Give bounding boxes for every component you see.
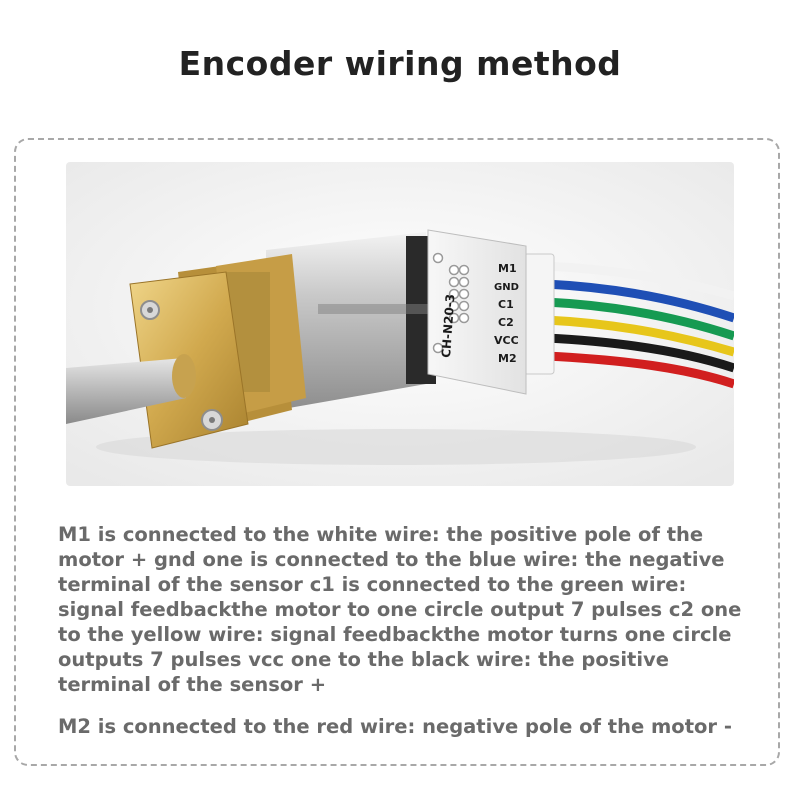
pin-label-c1: C1 [498, 298, 514, 311]
pin-label-vcc: VCC [494, 334, 519, 347]
output-shaft [66, 354, 196, 424]
wiring-description-m2: M2 is connected to the red wire: negativ… [58, 715, 732, 738]
pin-label-m2: M2 [498, 352, 517, 365]
content-frame [14, 138, 780, 766]
pcb-model-label: CH-N20-3 [439, 293, 457, 358]
wiring-description: M1 is connected to the white wire: the p… [58, 523, 742, 696]
wires [545, 261, 734, 389]
pin-label-c2: C2 [498, 316, 514, 329]
page-title: Encoder wiring method [178, 44, 622, 83]
motor-encoder-photo: CH-N20-3 M1 GND C1 C2 VCC M2 [66, 162, 734, 486]
pin-label-gnd: GND [494, 282, 519, 293]
motor-encoder-illustration: CH-N20-3 M1 GND C1 C2 VCC M2 [66, 162, 734, 486]
pin-label-m1: M1 [498, 262, 517, 275]
encoder-board: CH-N20-3 M1 GND C1 C2 VCC M2 [427, 229, 527, 395]
